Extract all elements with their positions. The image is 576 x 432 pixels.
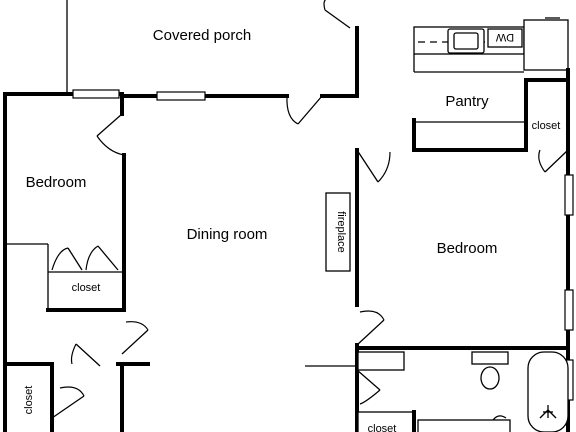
window-top-1 — [72, 89, 120, 99]
shower-head-icon — [539, 405, 557, 419]
pantry-closet-door — [538, 149, 569, 173]
label-closet-bottom: closet — [368, 423, 397, 432]
window-right-1 — [564, 174, 574, 216]
label-bedroom-left: Bedroom — [26, 174, 87, 191]
hall-door-1 — [70, 343, 101, 367]
fireplace — [325, 192, 351, 272]
label-pantry: Pantry — [445, 93, 489, 110]
closet-left-doors — [51, 245, 119, 271]
porch-door — [323, 0, 351, 29]
bath-vanity — [357, 351, 405, 371]
label-closet-left: closet — [72, 282, 101, 294]
label-dining-room: Dining room — [187, 226, 268, 243]
label-fireplace: fireplace — [335, 211, 347, 253]
window-top-2 — [156, 91, 206, 101]
label-closet-lower-left: closet — [23, 386, 35, 415]
hall-door-2 — [121, 321, 149, 355]
bedroom-left-door — [96, 113, 125, 156]
dishwasher — [487, 28, 523, 48]
refrigerator — [523, 19, 569, 71]
kitchen-sink — [447, 28, 485, 54]
label-covered-porch: Covered porch — [153, 27, 251, 44]
bedroom-right-door-lower — [356, 310, 385, 346]
window-right-2 — [564, 289, 574, 331]
label-dishwasher: DW — [495, 31, 514, 43]
bathroom-door — [356, 369, 381, 405]
label-bedroom-right: Bedroom — [437, 240, 498, 257]
sink-basin — [453, 32, 479, 50]
toilet-tank — [471, 351, 509, 365]
front-door — [286, 95, 323, 125]
toilet — [480, 366, 500, 390]
closet-lower-door — [51, 386, 85, 419]
kitchen-door — [356, 149, 391, 183]
bathtub — [527, 351, 569, 432]
label-closet-pantry: closet — [532, 120, 561, 132]
bath-shelf — [417, 419, 511, 432]
